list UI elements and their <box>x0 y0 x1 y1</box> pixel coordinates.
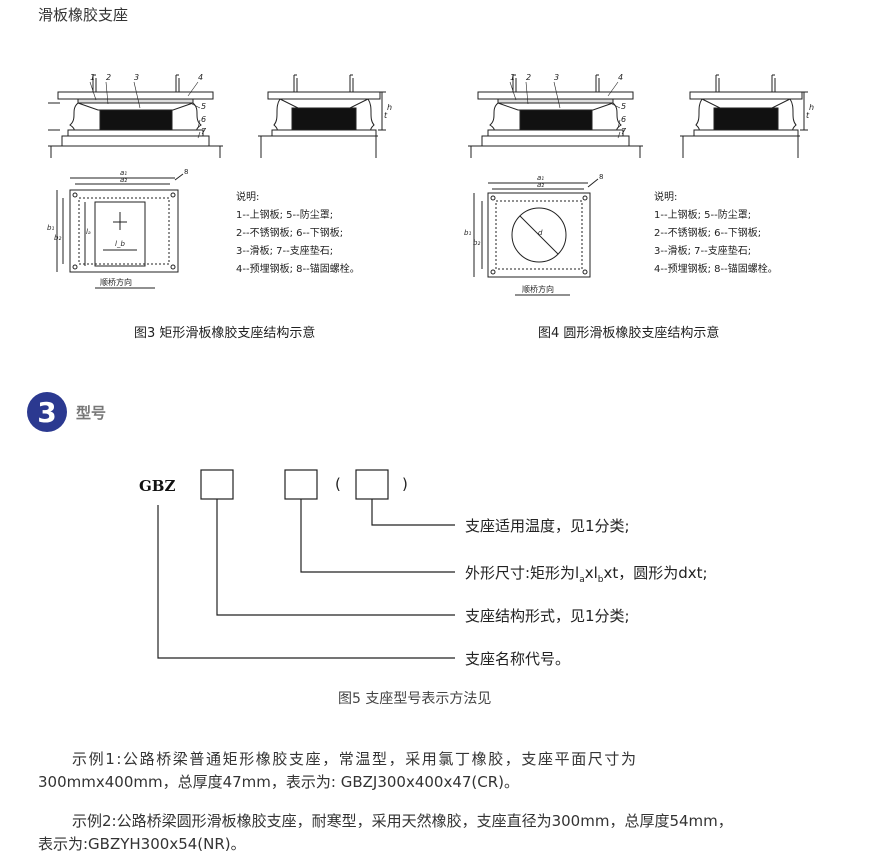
legend-title: 说明: <box>236 192 260 203</box>
fig4-plan: a₁ a₂ b₁ b₂ d 8 顺桥方向 <box>464 173 603 296</box>
fig4-elevation-dims: t h <box>680 74 814 158</box>
fig3-callout-3: 3 <box>134 73 139 82</box>
legend-line-3: 3--滑板; 7--支座垫石; <box>654 246 752 257</box>
legend-line-2: 2--不锈钢板; 6--下钢板; <box>654 228 762 239</box>
fig3-dim-h: h <box>387 103 392 112</box>
fig4-callout-7: 7 <box>621 127 627 136</box>
box-structure <box>200 469 234 500</box>
model-prefix: GBZ <box>139 477 176 495</box>
fig3-legend: 说明: 1--上钢板; 5--防尘罩; 2--不锈钢板; 6--下钢板; 3--… <box>236 189 360 279</box>
fig4-callout-8: 8 <box>599 173 603 181</box>
fig3-plan: a₁ a₂ b₁ b₂ lₐ l_b 8 顺桥方向 <box>47 168 188 289</box>
model-code-diagram <box>157 469 455 659</box>
fig4-callout-6: 6 <box>621 115 626 124</box>
fig4-dim-a2: a₂ <box>537 181 544 189</box>
legend-line-1: 1--上钢板; 5--防尘罩; <box>236 210 334 221</box>
fig3-dim-t: t <box>384 111 388 120</box>
fig3-caption: 图3 矩形滑板橡胶支座结构示意 <box>134 326 316 341</box>
fig3-callout-8: 8 <box>184 168 188 176</box>
desc-structure: 支座结构形式，见1分类; <box>465 607 630 625</box>
fig4-legend: 说明: 1--上钢板; 5--防尘罩; 2--不锈钢板; 6--下钢板; 3--… <box>654 189 778 279</box>
fig4-dim-d: d <box>538 229 543 237</box>
example-2-line-1: 示例2:公路桥梁圆形滑板橡胶支座，耐寒型，采用天然橡胶，支座直径为300mm，总… <box>72 812 733 830</box>
fig4-dim-t: t <box>806 111 810 120</box>
fig3-elevation-callouts: 1 2 3 4 5 6 7 <box>48 73 223 158</box>
desc-size: 外形尺寸:矩形为laxlbxt，圆形为dxt; <box>465 564 708 585</box>
fig3-callout-5: 5 <box>201 102 206 111</box>
legend-title: 说明: <box>654 192 678 203</box>
section-title: 型号 <box>76 404 107 422</box>
paren-close: ) <box>402 475 408 493</box>
fig4-callout-2: 2 <box>526 73 531 82</box>
desc-name: 支座名称代号。 <box>465 650 571 668</box>
fig3-dim-lb: l_b <box>115 240 125 248</box>
fig3-callout-4: 4 <box>198 73 203 82</box>
fig4-callout-3: 3 <box>554 73 559 82</box>
fig4-dim-a1: a₁ <box>537 174 544 182</box>
section-number-badge: 3 <box>27 392 67 432</box>
desc-temperature: 支座适用温度，见1分类; <box>465 517 630 535</box>
fig4-direction: 顺桥方向 <box>522 284 554 294</box>
fig3-callout-1: 1 <box>90 73 95 82</box>
example-2-line-2: 表示为:GBZYH300x54(NR)。 <box>38 835 246 853</box>
fig3-direction: 顺桥方向 <box>100 277 132 287</box>
example-1-line-1: 示例1:公路桥梁普通矩形橡胶支座，常温型，采用氯丁橡胶，支座平面尺寸为 <box>72 750 638 768</box>
fig4-callout-5: 5 <box>621 102 626 111</box>
fig3-dim-la: lₐ <box>86 228 91 236</box>
legend-line-2: 2--不锈钢板; 6--下钢板; <box>236 228 344 239</box>
box-temperature <box>355 469 389 500</box>
fig3-dim-a1: a₁ <box>120 169 127 177</box>
fig4-dim-h: h <box>809 103 814 112</box>
fig3-callout-2: 2 <box>106 73 111 82</box>
legend-line-4: 4--预埋钢板; 8--锚固螺栓。 <box>654 264 778 275</box>
example-1: 示例1:公路桥梁普通矩形橡胶支座，常温型，采用氯丁橡胶，支座平面尺寸为 300m… <box>38 748 838 794</box>
box-size <box>284 469 318 500</box>
fig4-elevation-callouts: 1 2 3 4 5 6 7 <box>468 73 643 158</box>
fig4-caption: 图4 圆形滑板橡胶支座结构示意 <box>538 326 720 341</box>
legend-line-3: 3--滑板; 7--支座垫石; <box>236 246 334 257</box>
fig3-dim-b1: b₁ <box>47 224 54 232</box>
fig5-caption: 图5 支座型号表示方法见 <box>338 691 492 707</box>
legend-line-1: 1--上钢板; 5--防尘罩; <box>654 210 752 221</box>
fig3-dim-a2: a₂ <box>120 176 127 184</box>
fig4-dim-b2: b₂ <box>473 239 480 247</box>
fig3-callout-6: 6 <box>201 115 206 124</box>
paren-open: ( <box>335 475 341 493</box>
legend-line-4: 4--预埋钢板; 8--锚固螺栓。 <box>236 264 360 275</box>
example-1-line-2: 300mmx400mm，总厚度47mm，表示为: GBZJ300x400x47(… <box>38 773 520 791</box>
fig3-dim-b2: b₂ <box>54 234 61 242</box>
fig3-callout-7: 7 <box>201 127 207 136</box>
fig4-dim-b1: b₁ <box>464 229 471 237</box>
fig3-elevation-dims: t h <box>258 74 392 158</box>
example-2: 示例2:公路桥梁圆形滑板橡胶支座，耐寒型，采用天然橡胶，支座直径为300mm，总… <box>38 810 838 856</box>
page-title: 滑板橡胶支座 <box>38 6 129 24</box>
fig4-callout-1: 1 <box>510 73 515 82</box>
fig4-callout-4: 4 <box>618 73 623 82</box>
